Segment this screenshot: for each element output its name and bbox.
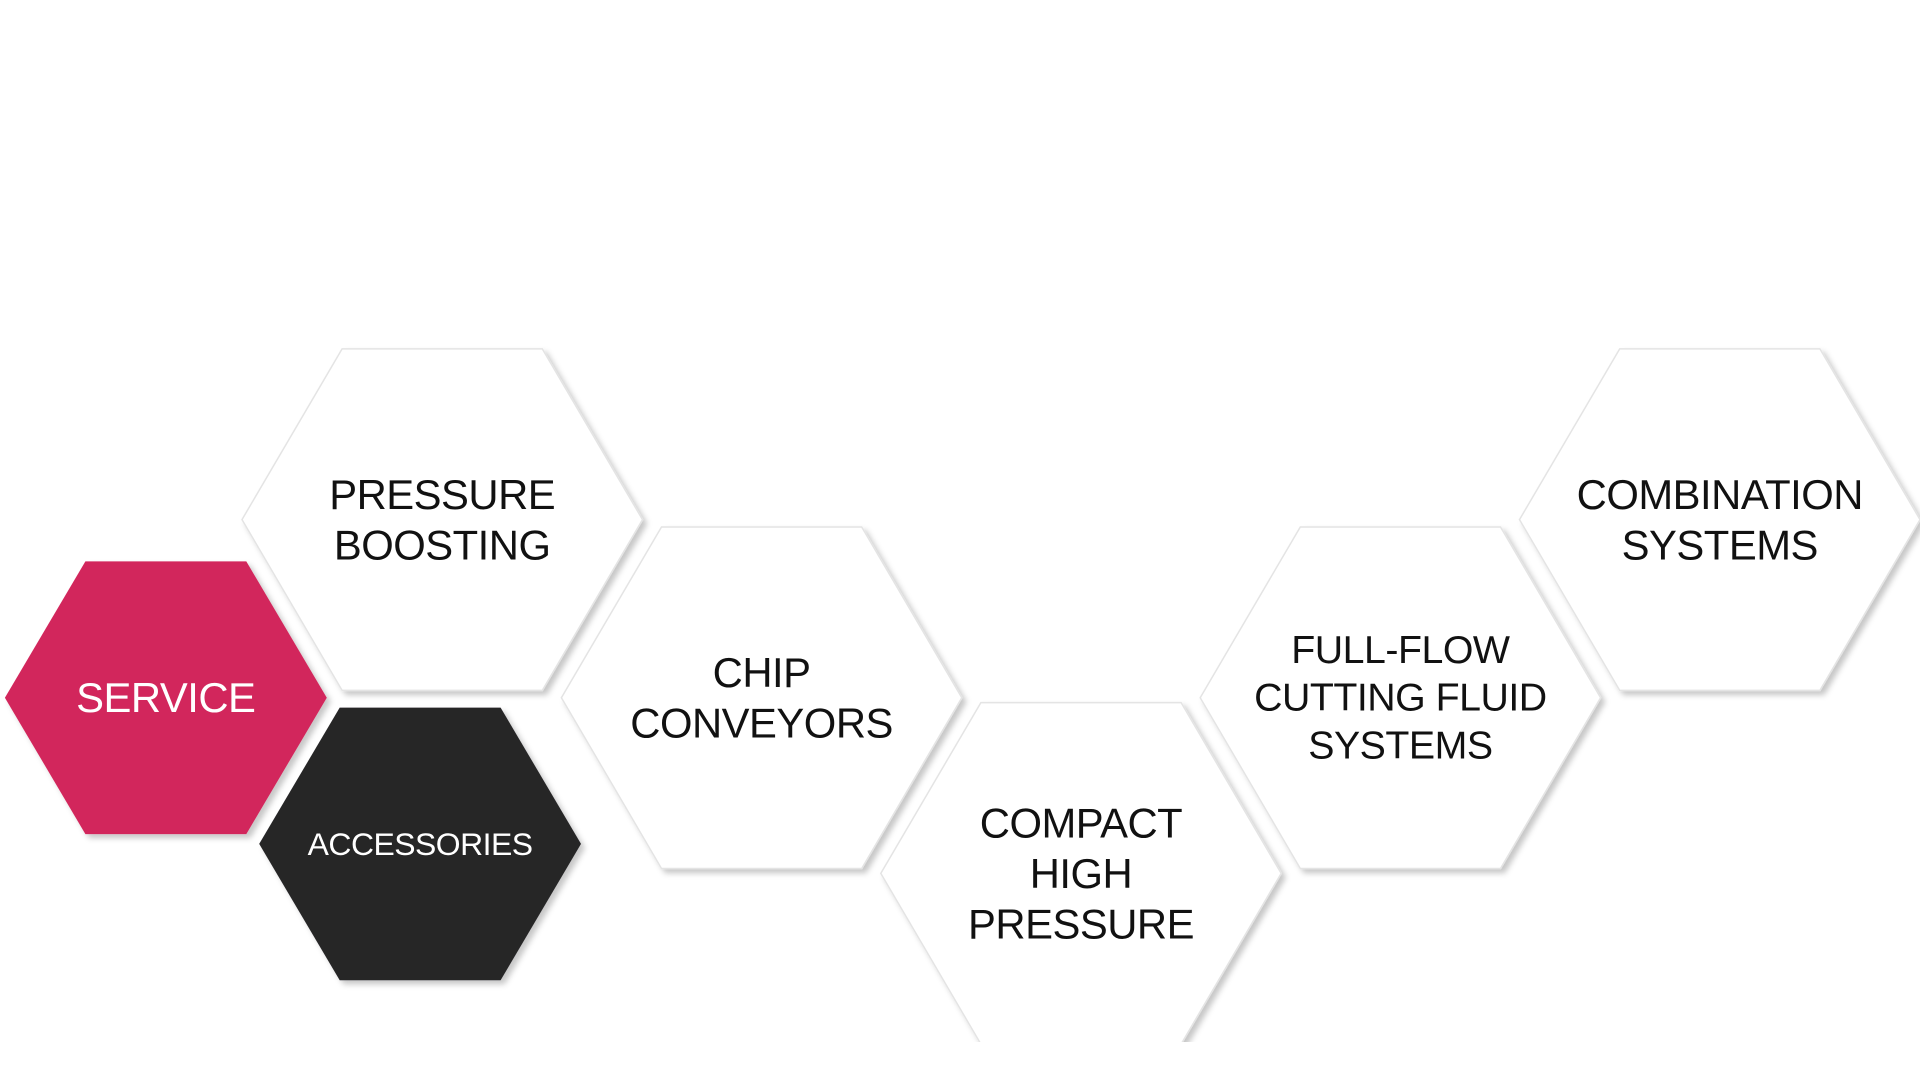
hexagon-shape <box>4 561 327 835</box>
hex-label-full-flow-cutting-fluid-systems-line-3: SYSTEMS <box>1308 724 1492 768</box>
tiles-layer: SERVICEPRESSUREBOOSTINGACCESSORIESCHIPCO… <box>4 348 1920 1045</box>
hex-label-accessories-line-1: ACCESSORIES <box>308 826 533 862</box>
hex-label-full-flow-cutting-fluid-systems-line-2: CUTTING FLUID <box>1254 676 1547 720</box>
hex-label-full-flow-cutting-fluid-systems-line-1: FULL-FLOW <box>1291 628 1510 672</box>
hexagon-shape <box>1518 348 1920 692</box>
hexagon-shape <box>241 348 644 692</box>
hexagon-shape <box>1199 526 1602 870</box>
hexagon-shape <box>259 707 581 981</box>
hex-label-chip-conveyors-line-1: CHIP <box>713 649 811 696</box>
hexagon-shape <box>879 701 1283 1042</box>
hex-tile-service[interactable]: SERVICE <box>4 561 327 835</box>
hex-label-pressure-boosting-line-1: PRESSURE <box>329 471 555 518</box>
hex-label-compact-high-pressure-line-1: COMPACT <box>980 800 1182 847</box>
hex-label-pressure-boosting-line-2: BOOSTING <box>334 521 551 568</box>
hexagon-shape <box>560 526 963 870</box>
hex-label-service-line-1: SERVICE <box>76 674 255 721</box>
hex-label-combination-systems-line-1: COMBINATION <box>1577 471 1863 518</box>
hex-label-compact-high-pressure-line-3: PRESSURE <box>968 900 1194 947</box>
hex-tile-accessories[interactable]: ACCESSORIES <box>259 707 581 981</box>
hex-label-compact-high-pressure-line-2: HIGH <box>1030 850 1133 897</box>
hex-label-chip-conveyors-line-2: CONVEYORS <box>630 699 893 746</box>
hex-label-combination-systems-line-2: SYSTEMS <box>1622 521 1818 568</box>
